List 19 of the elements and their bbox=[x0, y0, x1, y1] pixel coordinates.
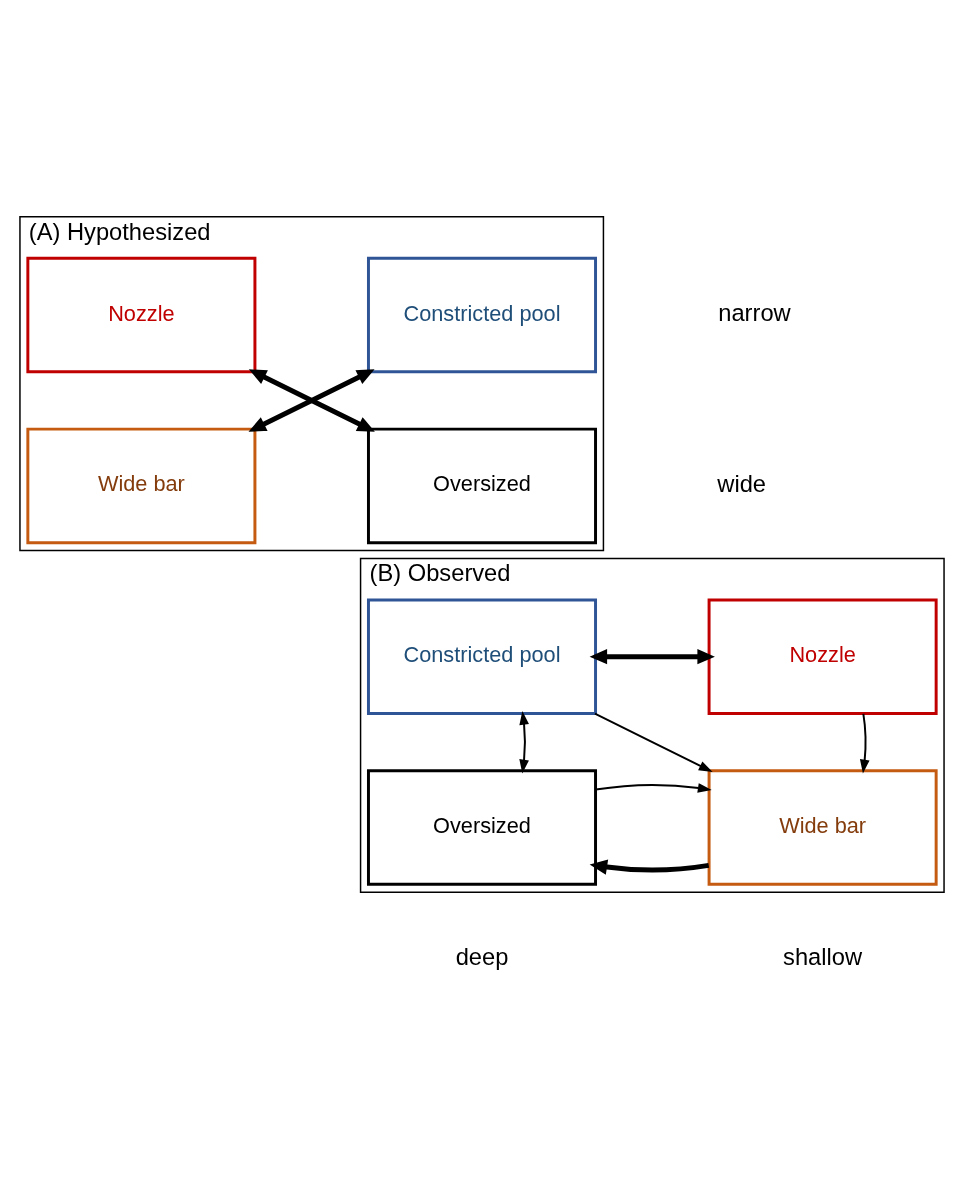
node-box: Oversized bbox=[366, 769, 597, 886]
label: narrow bbox=[718, 300, 791, 327]
node-box: Oversized bbox=[366, 427, 597, 545]
arrow bbox=[519, 710, 529, 774]
node-box: Constricted pool bbox=[366, 598, 597, 715]
arrow bbox=[593, 712, 713, 772]
node-box: Nozzle bbox=[707, 598, 938, 715]
arrow bbox=[589, 859, 710, 875]
node-box: Wide bar bbox=[707, 769, 938, 886]
label: shallow bbox=[783, 944, 863, 971]
node-box: Nozzle bbox=[26, 256, 257, 374]
label: deep bbox=[455, 944, 509, 971]
arrow bbox=[248, 369, 375, 432]
arrow bbox=[859, 712, 870, 774]
node-box: Wide bar bbox=[26, 427, 257, 545]
node-box: Constricted pool bbox=[366, 256, 597, 374]
label: wide bbox=[717, 471, 767, 497]
arrow bbox=[594, 783, 712, 793]
arrow bbox=[589, 649, 715, 665]
